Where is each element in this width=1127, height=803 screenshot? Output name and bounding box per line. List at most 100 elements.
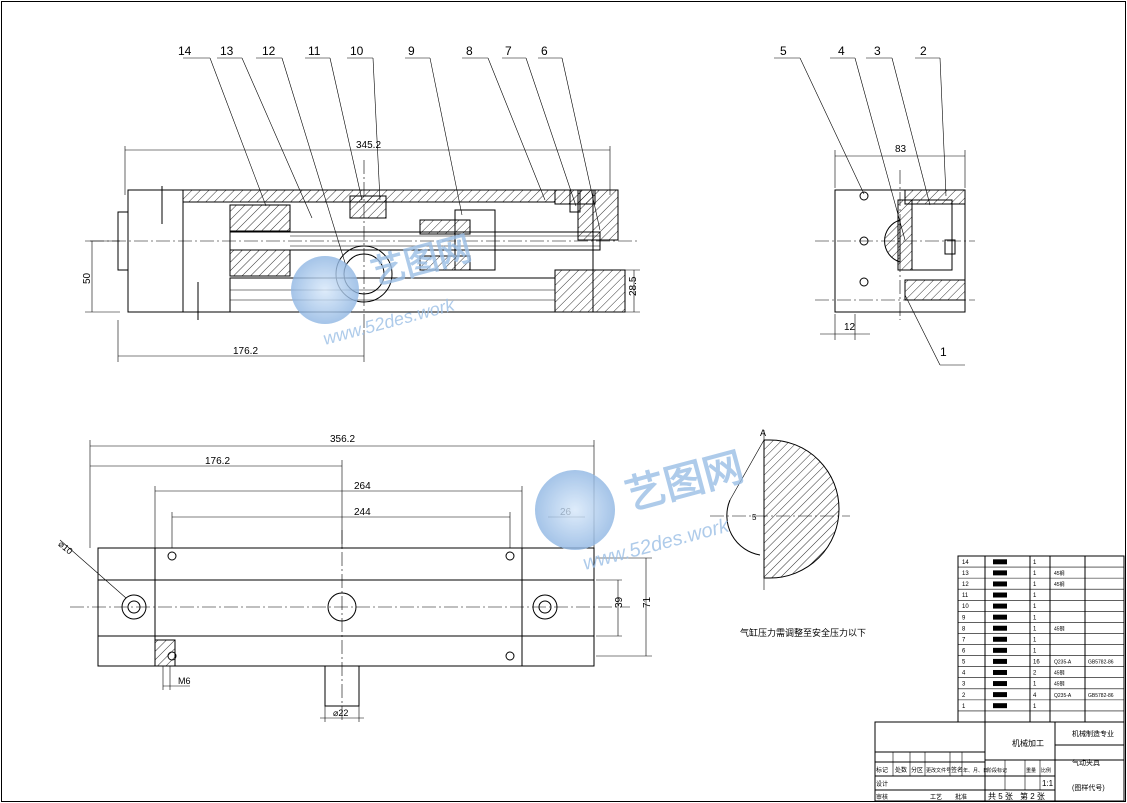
title-stage-mark: 阶段标记 [987, 767, 1007, 774]
parts-list-qty: 1 [1033, 571, 1037, 577]
parts-list-no: 7 [962, 637, 966, 643]
title-design-org: (图样代号) [1072, 783, 1105, 792]
dim-side-width: 83 [895, 144, 907, 155]
parts-list-name-redacted [993, 636, 1007, 642]
parts-list-mat: 45钢 [1054, 681, 1065, 688]
balloon-14: 14 [178, 44, 192, 58]
parts-list-name-redacted [993, 581, 1007, 587]
title-role-approve: 批准 [955, 793, 967, 801]
title-sheet-total: 共 5 张 [988, 792, 1013, 801]
balloon-2: 2 [920, 44, 927, 58]
parts-list-qty: 1 [1033, 593, 1037, 599]
parts-list-no: 9 [962, 615, 966, 621]
parts-list-qty: 1 [1033, 615, 1037, 621]
parts-list-no: 2 [962, 693, 966, 699]
parts-list-name-redacted [993, 669, 1007, 675]
title-sheet-no: 第 2 张 [1020, 791, 1045, 801]
parts-list-no: 12 [962, 582, 969, 588]
parts-list-no: 5 [962, 660, 966, 666]
balloon-10: 10 [350, 44, 364, 58]
watermark-1: 艺图网 www.52des.work [291, 230, 476, 349]
parts-list-qty: 1 [1033, 704, 1037, 710]
title-scale: 1:1 [1042, 779, 1054, 788]
title-stage-scale: 比例 [1041, 767, 1051, 774]
parts-list-std: GB5782-86 [1088, 693, 1114, 699]
title-block: 机械加工 机械制造专业 气动夹具 1:1 共 5 张 第 2 张 (图样代号) … [874, 721, 1125, 802]
dim-top-left-length: 176.2 [233, 346, 258, 357]
parts-list-qty: 1 [1033, 682, 1037, 688]
watermark-brand-1: 艺图网 [367, 230, 475, 293]
dim-bottom-shaft: ⌀22 [333, 708, 348, 718]
detail-label: A [760, 428, 766, 438]
balloon-4: 4 [838, 44, 845, 58]
title-head-count: 处数 [895, 766, 907, 774]
title-stage-weight: 重量 [1026, 767, 1036, 774]
watermark-brand-2: 艺图网 [621, 445, 748, 519]
balloon-11: 11 [308, 44, 321, 58]
parts-list-no: 10 [962, 604, 969, 610]
watermark-globe-icon-2 [535, 470, 615, 550]
balloon-7: 7 [505, 44, 512, 58]
title-head-zone: 分区 [911, 766, 923, 774]
parts-list-name-redacted [993, 692, 1007, 698]
watermark-globe-icon [291, 256, 359, 324]
parts-list-mat: 45钢 [1054, 670, 1065, 677]
title-head-file: 更改文件号 [926, 767, 951, 774]
detail-small-dim: 5 [752, 513, 757, 522]
balloon-1: 1 [940, 345, 947, 359]
parts-list-no: 11 [962, 593, 969, 599]
parts-list-no: 8 [962, 626, 966, 632]
dim-bottom-264: 264 [354, 481, 371, 492]
parts-list-mat: 45钢 [1054, 625, 1065, 632]
parts-list-no: 3 [962, 682, 966, 688]
parts-list-name-redacted [993, 625, 1007, 631]
parts-list-std: GB5782-86 [1088, 660, 1114, 666]
title-role-process: 工艺 [930, 793, 942, 801]
dim-bottom-length: 356.2 [330, 434, 355, 445]
dim-top-length: 345.2 [356, 140, 381, 151]
parts-list-qty: 4 [1033, 693, 1037, 699]
parts-list-qty: 1 [1033, 637, 1037, 643]
dim-bottom-thread: M6 [178, 676, 191, 686]
parts-list-mat: 45钢 [1054, 581, 1065, 588]
title-drawing-name: 机械加工 [1012, 738, 1044, 748]
parts-list-qty: 16 [1033, 660, 1040, 666]
side-view: 83 12 5 4 3 2 1 [774, 44, 975, 366]
balloon-5: 5 [780, 44, 787, 58]
balloon-13: 13 [220, 44, 234, 58]
parts-list-mat: 45钢 [1054, 570, 1065, 577]
dim-bottom-244: 244 [354, 507, 371, 518]
title-assembly: 气动夹具 [1072, 758, 1100, 767]
balloon-12: 12 [262, 44, 276, 58]
dim-bottom-height2: 71 [642, 596, 653, 608]
parts-list-name-redacted [993, 603, 1007, 609]
dim-bottom-hole: ⌀10 [56, 539, 74, 557]
balloon-6: 6 [541, 44, 548, 58]
parts-list-mat: Q235-A [1054, 660, 1072, 666]
dim-bottom-height1: 39 [614, 596, 625, 608]
balloon-3: 3 [874, 44, 881, 58]
parts-list-no: 14 [962, 560, 969, 566]
parts-list-no: 6 [962, 649, 966, 655]
parts-list-name-redacted [993, 658, 1007, 664]
title-role-design: 设计 [876, 780, 888, 788]
title-head-date: 年、月、日 [963, 767, 988, 774]
dim-side-offset: 12 [844, 322, 856, 333]
parts-list-name-redacted [993, 559, 1007, 565]
dim-top-right-height: 28.5 [628, 276, 639, 296]
parts-list-qty: 1 [1033, 604, 1037, 610]
title-head-mark: 标记 [876, 766, 888, 774]
parts-list-name-redacted [993, 614, 1007, 620]
parts-list-name-redacted [993, 570, 1007, 576]
parts-list-qty: 1 [1033, 649, 1037, 655]
balloon-9: 9 [408, 44, 415, 58]
parts-list-qty: 1 [1033, 626, 1037, 632]
parts-list-name-redacted [993, 647, 1007, 653]
title-head-sign: 签名 [951, 766, 963, 774]
dim-top-height: 50 [82, 272, 93, 284]
parts-list-mat: Q235-A [1054, 693, 1072, 699]
front-section-view: 345.2 50 [82, 44, 640, 362]
